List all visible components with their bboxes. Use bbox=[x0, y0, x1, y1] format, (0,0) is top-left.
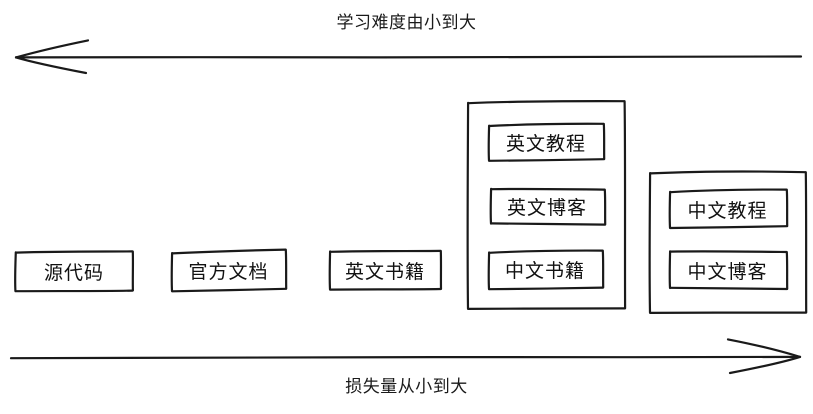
node-chinese-tutorial[interactable]: 中文教程 bbox=[669, 190, 786, 228]
difficulty-axis-arrow bbox=[14, 39, 803, 75]
node-label: 英文书籍 bbox=[344, 260, 425, 283]
node-label: 中文教程 bbox=[687, 199, 768, 222]
top-axis-label: 学习难度由小到大 bbox=[336, 13, 477, 33]
node-label: 英文博客 bbox=[506, 196, 587, 219]
node-label: 英文教程 bbox=[505, 132, 586, 155]
node-english-books[interactable]: 英文书籍 bbox=[329, 251, 441, 289]
loss-axis-arrow bbox=[9, 338, 802, 375]
node-chinese-books[interactable]: 中文书籍 bbox=[488, 251, 602, 288]
node-chinese-blog[interactable]: 中文博客 bbox=[669, 251, 786, 289]
node-english-blog[interactable]: 英文博客 bbox=[490, 188, 604, 224]
node-label: 源代码 bbox=[43, 261, 104, 284]
node-english-tutorial[interactable]: 英文教程 bbox=[488, 124, 604, 160]
node-label: 中文博客 bbox=[687, 260, 768, 283]
node-label: 中文书籍 bbox=[504, 260, 585, 282]
node-official-docs[interactable]: 官方文档 bbox=[171, 250, 286, 290]
node-source-code[interactable]: 源代码 bbox=[15, 251, 133, 291]
bottom-axis-label: 损失量从小到大 bbox=[345, 377, 468, 397]
node-label: 官方文档 bbox=[188, 260, 269, 283]
